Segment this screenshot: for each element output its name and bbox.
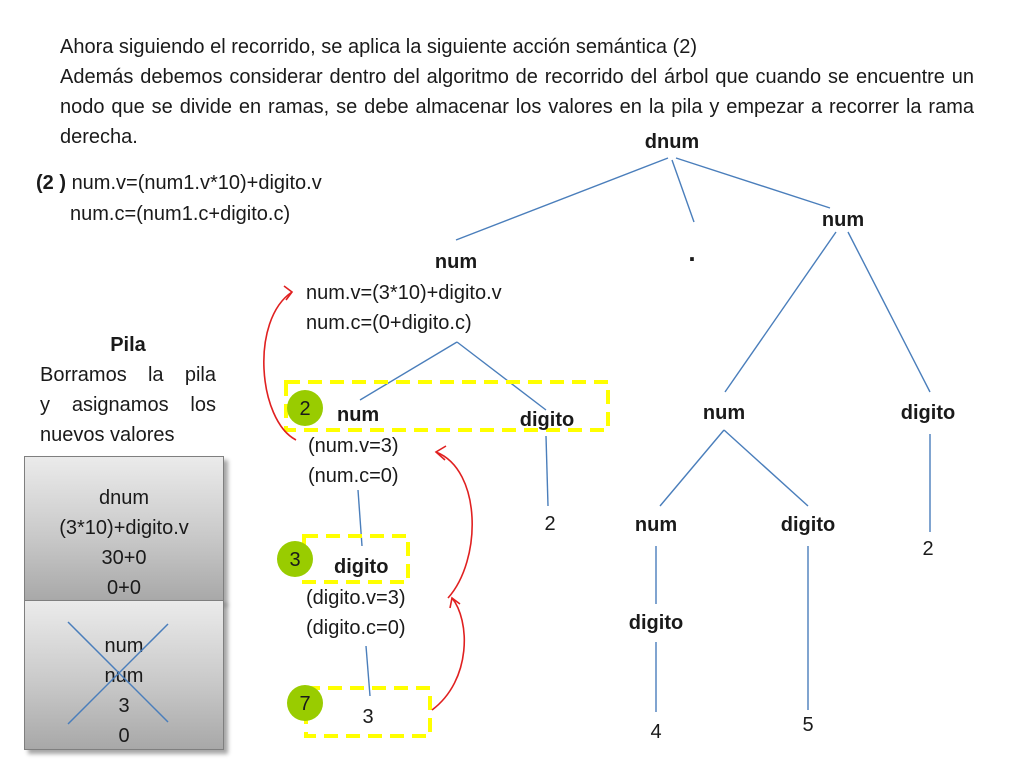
svg-text:7: 7 — [299, 693, 310, 715]
pila-heading: Pila Borramos la pila y asignamos los nu… — [40, 330, 216, 450]
leaf-3: 3 — [362, 706, 374, 728]
node-r-num: num — [702, 402, 746, 424]
svg-text:3: 3 — [289, 549, 300, 571]
intro-text: Ahora siguiendo el recorrido, se aplica … — [60, 32, 974, 152]
svg-text:2: 2 — [299, 398, 310, 420]
pila-line-2: y asignamos los — [40, 394, 216, 416]
node-rr-num: num — [634, 514, 678, 536]
leaf-r-digito-2: 2 — [922, 538, 934, 560]
intro-line-1: Ahora siguiendo el recorrido, se aplica … — [60, 36, 698, 58]
tree-edges — [357, 157, 931, 712]
red-arrows — [263, 285, 473, 711]
node-rr-digito: digito — [780, 514, 836, 536]
node-left-num: num — [434, 251, 478, 273]
inner-num-count: (num.c=0) — [308, 465, 399, 487]
node-r-digito: digito — [900, 402, 956, 424]
step-badges: 2 3 7 — [277, 390, 323, 721]
arrow-up-from-digito — [435, 451, 473, 599]
node-right-num: num — [821, 209, 865, 231]
intro-line-2: Además debemos considerar dentro del alg… — [60, 66, 974, 148]
deep-digito-value: (digito.v=3) — [306, 587, 406, 609]
action-rule-2: num.c=(num1.c+digito.c) — [70, 203, 291, 225]
stack-bottom-line-3: 3 — [118, 695, 130, 717]
stack-top-line-2: (3*10)+digito.v — [59, 517, 189, 539]
arrow-up-to-num — [263, 291, 297, 441]
stack-top-box: dnum (3*10)+digito.v 30+0 0+0 — [24, 456, 224, 602]
highlight-num-digito — [284, 380, 610, 432]
inner-num-value: (num.v=3) — [308, 435, 399, 457]
action-rule-1: (2 ) num.v=(num1.v*10)+digito.v — [36, 171, 322, 195]
leaf-4: 4 — [650, 721, 662, 743]
node-inner-digito: digito — [519, 409, 575, 431]
action-label: (2 ) — [36, 172, 66, 194]
badge-step-2: 2 — [287, 390, 323, 426]
leaf-5: 5 — [802, 714, 814, 736]
left-num-value: num.v=(3*10)+digito.v — [306, 282, 502, 304]
node-inner-num: num — [337, 404, 380, 426]
stack-cross-mark — [67, 621, 169, 725]
stack-bottom-line-4: 0 — [118, 725, 130, 747]
pila-line-3: nuevos valores — [40, 424, 175, 446]
badge-step-3: 3 — [277, 541, 313, 577]
badge-step-7: 7 — [287, 685, 323, 721]
node-dnum-root: dnum — [644, 131, 700, 153]
stack-bottom-line-2: num — [104, 665, 144, 687]
left-num-count: num.c=(0+digito.c) — [306, 312, 472, 334]
deep-digito-count: (digito.c=0) — [306, 617, 406, 639]
pila-title: Pila — [110, 334, 146, 356]
stack-bottom-line-1: num — [104, 635, 144, 657]
stack-top-line-1: dnum — [98, 487, 150, 509]
action-rule-1-text: num.v=(num1.v*10)+digito.v — [71, 172, 322, 194]
stack-top-line-4: 0+0 — [107, 577, 141, 599]
stack-top-line-3: 30+0 — [101, 547, 147, 569]
node-deep-digito: digito — [334, 556, 389, 578]
arrow-up-from-leaf — [431, 597, 466, 711]
leaf-inner-digito-2: 2 — [544, 513, 556, 535]
node-dot: . — [688, 237, 696, 267]
pila-line-1: Borramos la pila — [40, 364, 216, 386]
node-rr-num-digito: digito — [628, 612, 684, 634]
stack-bottom-box: num num 3 0 — [24, 600, 224, 750]
